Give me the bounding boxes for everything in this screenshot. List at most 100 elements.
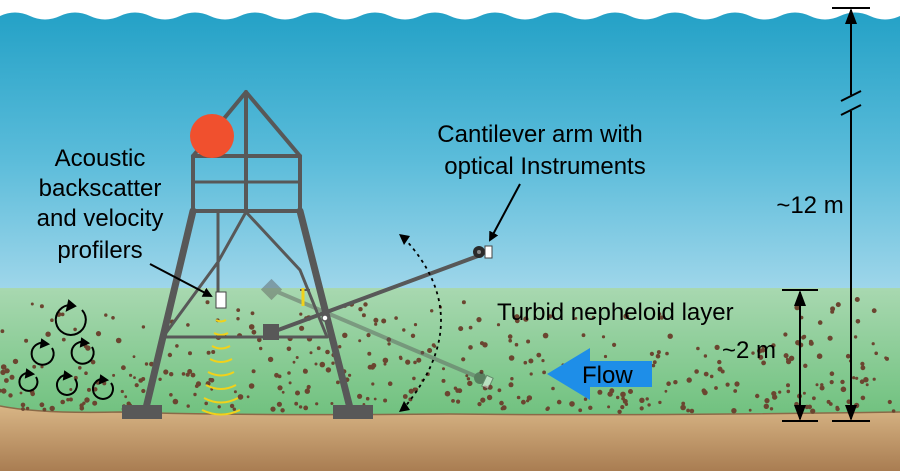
tripod-left-foot — [122, 405, 162, 419]
sediment-particle — [141, 325, 146, 329]
sediment-particle — [60, 399, 65, 405]
sediment-particle — [783, 353, 789, 359]
sediment-particle — [295, 390, 300, 396]
sediment-particle — [303, 405, 309, 411]
sediment-particle — [383, 362, 387, 366]
sediment-particle — [211, 350, 216, 354]
sediment-particle — [581, 333, 586, 338]
sediment-particle — [0, 388, 2, 393]
sediment-particle — [39, 304, 44, 309]
sediment-particle — [169, 372, 174, 377]
instrument-tripod — [142, 90, 354, 412]
sediment-particle — [366, 333, 371, 338]
sediment-particle — [701, 388, 707, 394]
sediment-particle — [455, 388, 460, 393]
sediment-particle — [248, 383, 255, 389]
sea-surface — [0, 0, 900, 20]
sediment-particle — [783, 332, 788, 337]
sediment-particle — [817, 320, 823, 325]
sediment-particle — [468, 325, 473, 330]
depth-label-layer: ~2 m — [722, 337, 776, 364]
sediment-particle — [382, 357, 389, 364]
sediment-particle — [303, 368, 307, 372]
depth-scale-total — [832, 7, 870, 422]
sediment-particle — [24, 338, 29, 343]
sediment-particle — [786, 389, 791, 394]
profilers-label-line2: backscatter — [39, 175, 162, 202]
eddy-icon — [92, 374, 114, 400]
sediment-particle — [521, 399, 526, 405]
sediment-particle — [696, 346, 700, 351]
sediment-particle — [840, 386, 847, 393]
arm-pivot — [321, 314, 329, 322]
sediment-particle — [30, 302, 34, 306]
sediment-particle — [508, 338, 512, 343]
sediment-particle — [622, 398, 628, 404]
sediment-particle — [865, 383, 869, 387]
sediment-particle — [709, 374, 714, 379]
sediment-particle — [887, 399, 892, 405]
sediment-particle — [717, 359, 722, 365]
sediment-particle — [891, 409, 896, 413]
sediment-particle — [859, 379, 865, 385]
sediment-particle — [827, 335, 833, 341]
tripod-brace-left — [161, 210, 329, 339]
sediment-particle — [758, 354, 764, 360]
sediment-particle — [144, 362, 149, 366]
sediment-particle — [42, 407, 47, 412]
sediment-particle — [480, 397, 486, 403]
sediment-particle — [499, 400, 504, 406]
sediment-particle — [853, 335, 858, 339]
sediment-particle — [686, 408, 690, 413]
rotation-arc-head-top — [399, 234, 410, 245]
sediment-particle — [19, 391, 23, 395]
water-column — [0, 0, 900, 290]
sediment-particle — [714, 344, 720, 350]
sediment-particle — [193, 392, 197, 397]
sediment-particle — [299, 325, 305, 331]
sediment-particle — [257, 337, 262, 343]
sediment-particle — [338, 345, 342, 349]
sediment-particle — [387, 381, 393, 387]
sediment-particle — [523, 360, 528, 365]
sediment-particle — [601, 335, 606, 339]
sediment-particle — [381, 318, 387, 324]
sediment-particle — [860, 365, 866, 371]
sediment-particle — [61, 337, 66, 342]
sediment-particle — [603, 354, 608, 359]
sediment-particle — [786, 383, 790, 388]
sediment-particle — [826, 399, 831, 404]
sediment-particle — [556, 399, 562, 405]
sediment-particle — [623, 313, 629, 320]
sediment-particle — [734, 381, 740, 387]
sediment-particle — [433, 344, 437, 348]
sediment-particle — [854, 297, 860, 302]
sediment-particle — [188, 351, 192, 356]
sediment-particle — [413, 323, 418, 327]
sediment-particle — [514, 342, 519, 347]
sediment-particle — [111, 316, 115, 320]
sediment-particle — [186, 323, 190, 327]
sediment-particle — [755, 393, 760, 399]
sediment-particle — [373, 317, 379, 323]
sediment-particle — [529, 372, 533, 376]
sediment-particle — [761, 345, 765, 349]
sediment-particle — [112, 373, 116, 377]
sediment-particle — [348, 373, 352, 377]
sediment-particle — [523, 316, 529, 322]
sediment-particle — [299, 312, 303, 316]
sediment-particle — [751, 351, 755, 355]
sediment-particle — [444, 390, 451, 397]
sediment-particle — [236, 308, 241, 312]
sediment-particle — [442, 367, 445, 371]
sediment-particle — [771, 343, 776, 348]
sediment-particle — [187, 369, 193, 374]
sediment-particle — [20, 402, 26, 408]
sediment-particle — [482, 342, 488, 348]
sediment-particle — [620, 391, 626, 398]
sediment-particle — [541, 359, 545, 363]
sediment-particle — [835, 302, 841, 308]
sediment-particle — [874, 351, 878, 356]
sediment-particle — [467, 380, 473, 387]
sediment-particle — [169, 393, 173, 397]
